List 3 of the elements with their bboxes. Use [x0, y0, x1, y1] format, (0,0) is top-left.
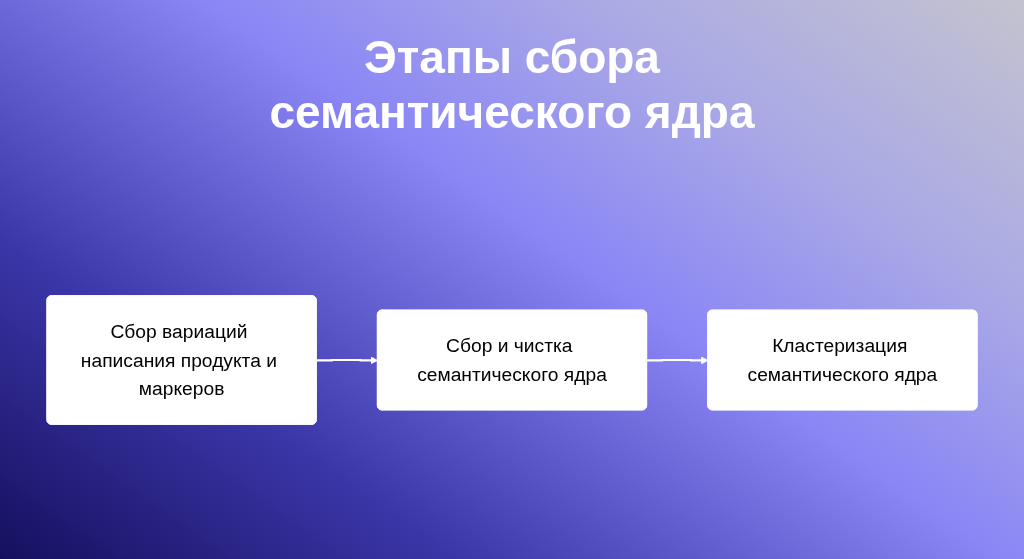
- diagram-title: Этапы сбора семантического ядра: [268, 30, 756, 141]
- arrow: [647, 356, 709, 365]
- arrow: [316, 356, 379, 365]
